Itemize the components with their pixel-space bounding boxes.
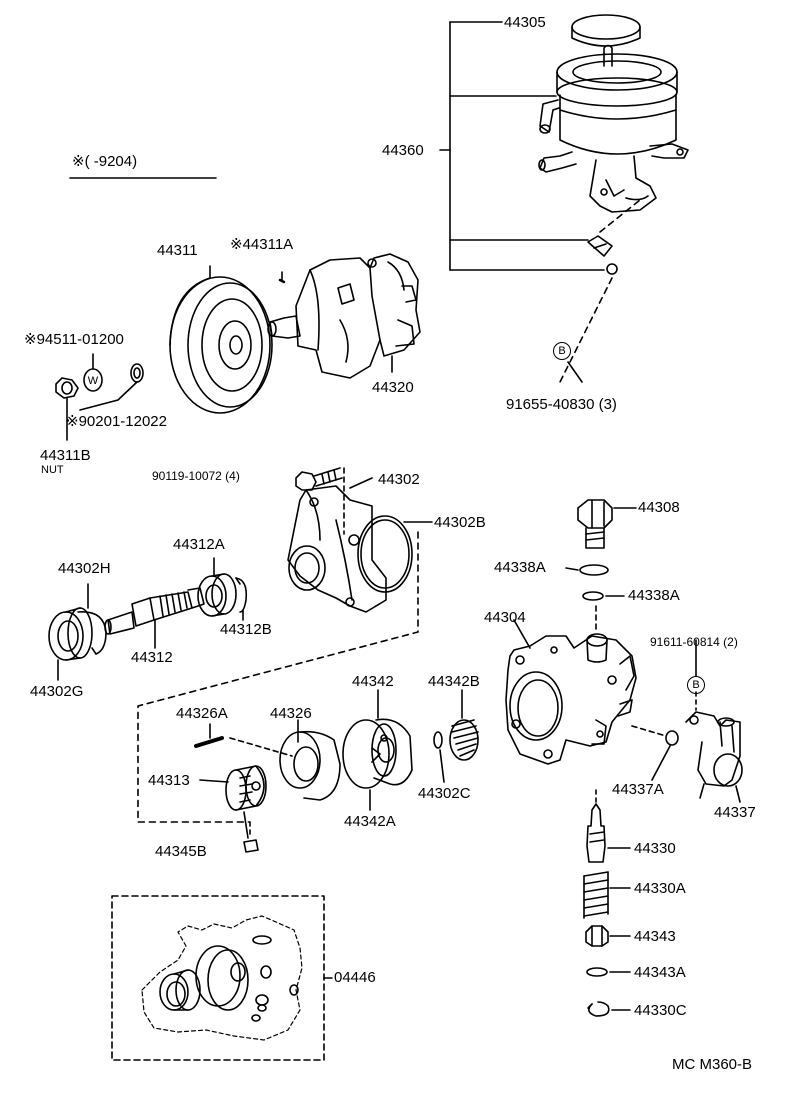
o-ring-44343A (587, 968, 607, 976)
bolt-90119 (296, 468, 342, 490)
vane-leader (244, 812, 248, 838)
reservoir-grommet (588, 236, 617, 274)
part-label-44311b: 44311B (40, 447, 91, 464)
gasket-kit-box (112, 896, 324, 1060)
nut-note: NUT (41, 464, 64, 476)
gasket-44302B (358, 516, 412, 592)
group-bracket-44360 (440, 22, 604, 270)
part-label-94511: ※94511-01200 (24, 331, 124, 348)
part-label-44330c: 44330C (634, 1002, 687, 1019)
part-label-44337a: 44337A (612, 781, 664, 798)
part-label-44342b: 44342B (428, 673, 480, 690)
o-ring-44338A-upper (580, 565, 608, 575)
part-label-44312b: 44312B (220, 621, 272, 638)
rear-dash-2 (632, 726, 666, 736)
oring-338-upper-leader (566, 568, 578, 570)
part-label-44360: 44360 (382, 142, 424, 159)
washer-w (84, 369, 102, 391)
diagram-code: MC M360-B (672, 1056, 753, 1073)
oil-seal-44302G (49, 608, 92, 660)
part-label-44302: 44302 (378, 471, 420, 488)
spring-44342B (450, 720, 478, 760)
part-label-44343a: 44343A (634, 964, 686, 981)
part-label-44326: 44326 (270, 705, 312, 722)
part-label-44305: 44305 (504, 14, 546, 31)
part-label-44330a: 44330A (634, 880, 686, 897)
part-label-44313: 44313 (148, 772, 190, 789)
lock-washer (131, 364, 143, 382)
pin-44326A (196, 738, 222, 746)
pin-dash (230, 738, 292, 756)
cam-ring-44326 (280, 732, 340, 800)
side-plate-44342A (343, 720, 389, 788)
part-label-44308: 44308 (638, 499, 680, 516)
front-housing (288, 486, 386, 612)
gasket-kit-contents (142, 916, 302, 1040)
part-label-91611: 91611-60814 (2) (650, 635, 738, 649)
plug-44343 (586, 926, 608, 946)
part-label-44345b: 44345B (155, 843, 207, 860)
lockwasher-leader (80, 382, 137, 410)
snap-ring-44330C (588, 1002, 609, 1016)
part-label-44311: 44311 (157, 242, 198, 259)
housing-leader (350, 478, 372, 488)
rearhousing-leader (514, 620, 530, 648)
port-leader (736, 786, 740, 802)
snap-ring-44312B (236, 578, 246, 612)
oring-leader (440, 750, 444, 782)
vane-44345B (244, 840, 258, 852)
key-44311A (280, 280, 284, 282)
part-label-04446: 04446 (334, 969, 376, 986)
side-plate-44342 (372, 719, 412, 784)
pump-assembly (268, 254, 420, 378)
mark-b-port: B (687, 676, 705, 694)
part-label-44311a: ※44311A (230, 236, 294, 253)
part-label-90119: 90119-10072 (4) (152, 469, 240, 483)
part-label-44342: 44342 (352, 673, 394, 690)
o-ring-44302C (434, 732, 442, 748)
pulley-nut (56, 378, 78, 398)
part-label-44304: 44304 (484, 609, 526, 626)
part-label-44302c: 44302C (418, 785, 471, 802)
part-label-44338a-upper: 44338A (494, 559, 546, 576)
part-label-44338a-lower: 44338A (628, 587, 680, 604)
reservoir-leader-dashes (560, 200, 640, 382)
oring-337-leader (652, 746, 670, 780)
rotor-leader (200, 780, 228, 782)
bolt-91655-leader (568, 362, 582, 382)
mark-b-reservoir: B (553, 342, 571, 360)
part-label-44343: 44343 (634, 928, 676, 945)
housing-dashed-boundary (138, 532, 418, 822)
suction-port-44337 (686, 712, 742, 798)
part-label-91655: 91655-40830 (3) (506, 396, 617, 413)
bearing-44312A (198, 574, 236, 616)
part-label-44312: 44312 (131, 649, 173, 666)
part-label-44312a: 44312A (173, 536, 225, 553)
washer-mark-w: W (87, 375, 99, 387)
spring-44330A (584, 872, 608, 918)
o-ring-44337A (666, 731, 678, 745)
rear-housing (506, 634, 636, 764)
o-ring-44338A-lower (583, 592, 603, 600)
part-label-44302b: 44302B (434, 514, 486, 531)
legend-period: ※( -9204) (72, 153, 138, 170)
part-label-44302g: 44302G (30, 683, 84, 700)
rotor-44313 (226, 766, 266, 810)
part-label-44326a: 44326A (176, 705, 228, 722)
valve-44330 (587, 804, 605, 862)
reservoir-cap (572, 15, 640, 46)
part-label-44337: 44337 (714, 804, 756, 821)
union-bolt-44308 (578, 500, 612, 548)
part-label-44320: 44320 (372, 379, 414, 396)
shaft-44312 (105, 588, 204, 634)
reservoir-tank (539, 46, 688, 213)
part-label-44302h: 44302H (58, 560, 111, 577)
part-label-44342a: 44342A (344, 813, 396, 830)
part-label-90201: ※90201-12022 (66, 413, 167, 430)
part-label-44330: 44330 (634, 840, 676, 857)
pulley (170, 277, 272, 413)
